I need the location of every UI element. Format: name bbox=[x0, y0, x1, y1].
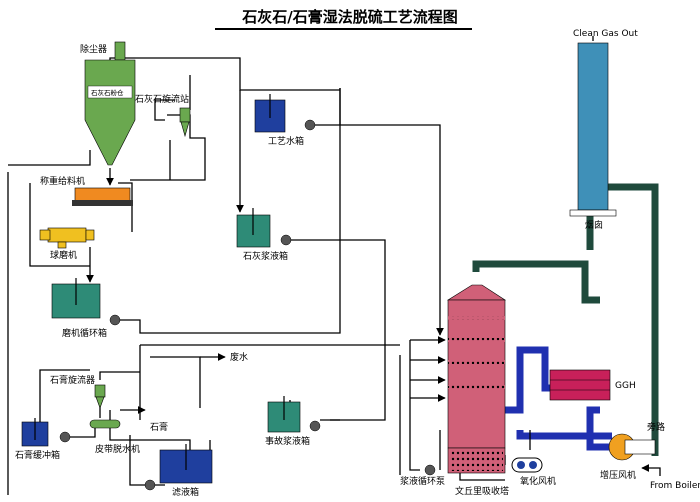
belt-dewatering-label: 皮带脱水机 bbox=[95, 443, 140, 455]
from-boiler-label: From Boiler bbox=[650, 481, 700, 491]
accident-slurry-tank bbox=[267, 396, 301, 433]
pipe-left-top bbox=[8, 150, 91, 166]
slurry-circ-pump-label: 浆液循环泵 bbox=[400, 475, 445, 487]
clean-gas-out-label: Clean Gas Out bbox=[573, 29, 638, 39]
limestone-slurry-pump-icon bbox=[280, 234, 292, 246]
oxidation-fan bbox=[511, 457, 543, 473]
process-water-tank bbox=[254, 94, 286, 133]
belt-dewatering bbox=[89, 419, 121, 429]
filtrate-tank bbox=[159, 444, 213, 484]
accident-slurry-pump-icon bbox=[309, 420, 321, 432]
limestone-slurry-tank-label: 石灰浆液箱 bbox=[243, 250, 288, 262]
duct-bypass bbox=[614, 183, 659, 456]
booster-fan-label: 增压风机 bbox=[600, 469, 636, 481]
gypsum-buffer-tank bbox=[21, 418, 49, 447]
gypsum-cyclone-label: 石膏旋流器 bbox=[50, 374, 95, 386]
filtrate-tank-label: 滤液箱 bbox=[172, 486, 199, 498]
from-boiler-arrow bbox=[641, 464, 661, 476]
limestone-slurry-tank bbox=[236, 208, 271, 248]
weigh-feeder bbox=[72, 187, 133, 206]
limestone-silo-label: 石灰石粉仓 bbox=[91, 88, 124, 97]
weigh-feeder-label: 称重给料机 bbox=[40, 175, 85, 187]
flue-gas-ducts bbox=[472, 183, 659, 456]
filtrate-pump-icon bbox=[144, 479, 156, 491]
gypsum-buffer-tank-label: 石膏缓冲箱 bbox=[15, 449, 60, 461]
gypsum-buffer-pump-icon bbox=[59, 431, 71, 443]
duct-absorber-to-ggh bbox=[472, 260, 600, 304]
waste-water-label: 废水 bbox=[230, 351, 248, 363]
accident-slurry-tank-label: 事故浆液箱 bbox=[265, 435, 310, 447]
ggh bbox=[549, 369, 611, 401]
chimney-label: 烟囱 bbox=[585, 219, 603, 231]
dust-collector-label: 除尘器 bbox=[80, 43, 107, 55]
ggh-label: GGH bbox=[615, 381, 636, 391]
ball-mill-label: 球磨机 bbox=[50, 249, 77, 261]
bypass-label: 旁路 bbox=[647, 421, 665, 433]
silo-nameplate bbox=[87, 85, 133, 99]
mill-circ-tank-label: 磨机循环箱 bbox=[62, 327, 107, 339]
mill-circ-tank bbox=[51, 278, 101, 319]
absorber-label: 文丘里吸收塔 bbox=[455, 485, 509, 497]
silo-body bbox=[84, 59, 136, 166]
chimney bbox=[569, 42, 617, 217]
gypsum-label: 石膏 bbox=[150, 421, 168, 433]
limestone-cyclone-label: 石灰石旋流站 bbox=[135, 93, 189, 105]
slurry-circ-pump-icon bbox=[424, 464, 436, 476]
mill-circ-pump-icon bbox=[109, 314, 121, 326]
absorber-tower bbox=[446, 284, 507, 474]
oxidation-fan-label: 氧化风机 bbox=[520, 475, 556, 487]
duct-absorber-bottom bbox=[516, 430, 612, 440]
duct-fan-to-ggh bbox=[586, 406, 612, 451]
diagram-title: 石灰石/石膏湿法脱硫工艺流程图 bbox=[241, 8, 457, 26]
gypsum-cyclone bbox=[94, 384, 106, 409]
dust-collector-body bbox=[114, 41, 126, 61]
duct-ggh-to-absorber bbox=[500, 346, 560, 414]
booster-fan bbox=[608, 433, 656, 461]
limestone-cyclone-station bbox=[179, 107, 191, 138]
limestone-silo bbox=[84, 41, 136, 166]
ball-mill bbox=[39, 227, 95, 249]
process-water-pump-icon bbox=[304, 119, 316, 131]
process-water-tank-label: 工艺水箱 bbox=[268, 135, 304, 147]
